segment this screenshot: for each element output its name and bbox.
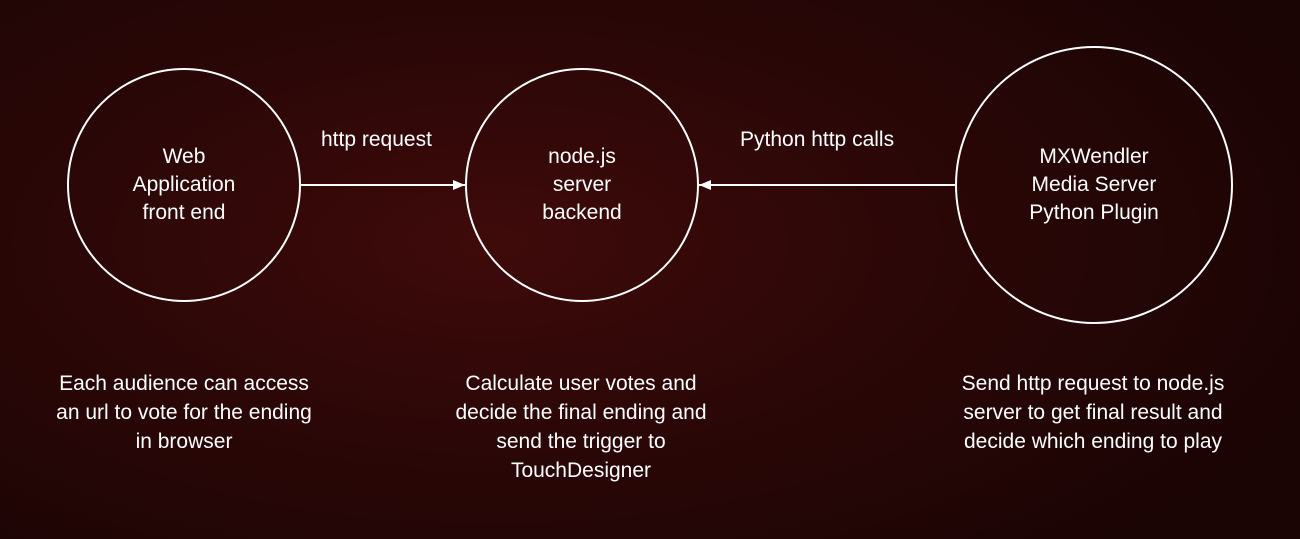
description-line: TouchDesigner (510, 459, 652, 482)
node-web-app-line: Web (162, 145, 206, 168)
node-server-line: server (552, 173, 612, 196)
description-line: decide the final ending and (455, 401, 707, 424)
node-server-circle (465, 68, 699, 302)
description-line: Calculate user votes and (465, 372, 697, 395)
description-line: Each audience can access (59, 372, 309, 395)
node-mxwendler-line: Media Server (1031, 173, 1157, 196)
node-web-app-label: Web Application front end (84, 143, 284, 227)
node-mxwendler-line: Python Plugin (1029, 201, 1159, 224)
description-line: send the trigger to (496, 430, 666, 453)
node-web-app-line: front end (142, 201, 226, 224)
description-line: decide which ending to play (963, 430, 1222, 453)
node-server-line: node.js (548, 145, 616, 168)
node-web-app-line: Application (132, 173, 236, 196)
node-server-line: backend (542, 201, 622, 224)
node-mxwendler-line: MXWendler (1039, 145, 1149, 168)
description-line: an url to vote for the ending (56, 401, 312, 424)
node-mxwendler-label: MXWendler Media Server Python Plugin (994, 143, 1194, 227)
node-server-label: node.js server backend (482, 143, 682, 227)
edge-python-http-calls-label: Python http calls (740, 128, 895, 151)
mxwendler-description: Send http request to node.js server to g… (933, 369, 1253, 456)
edge-http-request-label: http request (321, 128, 432, 151)
web-app-description: Each audience can access an url to vote … (24, 369, 344, 456)
description-line: Send http request to node.js (961, 372, 1225, 395)
description-line: in browser (135, 430, 233, 453)
description-line: server to get final result and (963, 401, 1223, 424)
node-server-description: Calculate user votes and decide the fina… (421, 369, 741, 485)
